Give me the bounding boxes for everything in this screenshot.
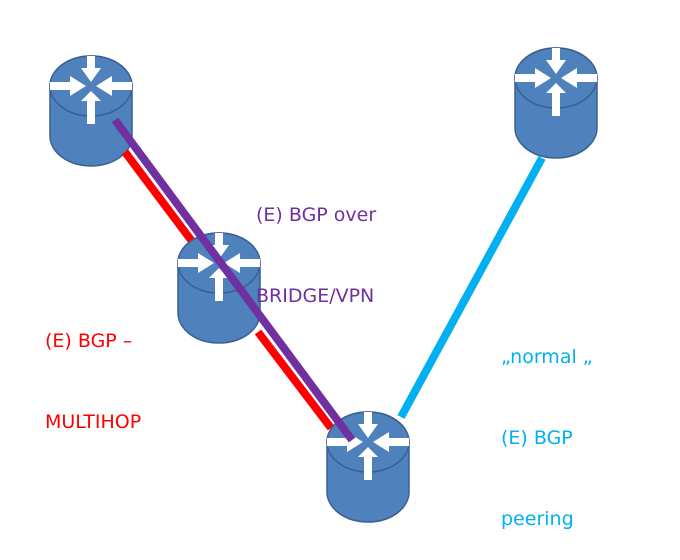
cross-icon (548, 70, 564, 86)
router-bottom (326, 411, 410, 523)
router-icon (50, 56, 132, 124)
router-icon (515, 48, 597, 116)
router-icon (178, 233, 260, 301)
link-segment (121, 149, 201, 251)
label-line: peering (501, 508, 574, 530)
label-line: (E) BGP – (45, 330, 133, 352)
router-middle (177, 232, 261, 344)
cross-icon (360, 434, 376, 450)
label-line: BRIDGE/VPN (256, 285, 375, 307)
router-icon (327, 412, 409, 480)
label-line: „normal „ (501, 346, 593, 368)
link-segment (254, 329, 335, 431)
link-multihop (121, 149, 335, 431)
label-line: MULTIHOP (45, 411, 142, 433)
link-normal-peering (397, 156, 546, 419)
label-normal-bgp-peering: „normal „ (E) BGP peering (501, 290, 593, 560)
label-line: (E) BGP (501, 427, 573, 449)
router-top-left (49, 55, 133, 167)
router-top-right (514, 47, 598, 159)
label-line: (E) BGP over (256, 204, 377, 226)
cross-icon (83, 78, 99, 94)
label-bgp-multihop: (E) BGP – MULTIHOP (45, 274, 141, 463)
label-bgp-over-bridge-vpn: (E) BGP over BRIDGE/VPN (256, 148, 376, 337)
link-bridge-vpn (111, 117, 356, 443)
